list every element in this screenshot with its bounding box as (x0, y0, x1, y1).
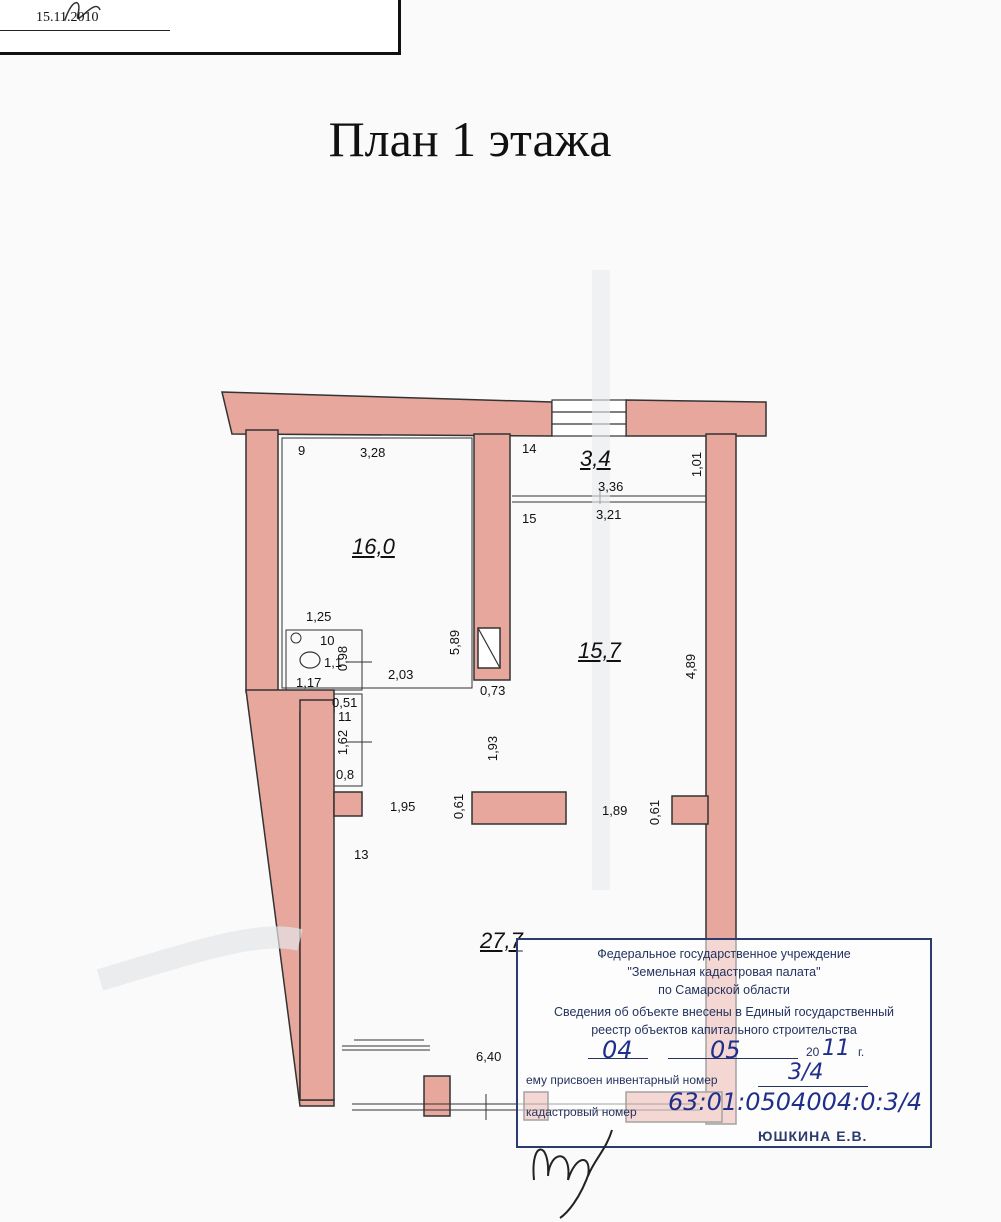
dimension-label: 1,01 (689, 451, 705, 478)
pilaster-left (333, 791, 363, 817)
dimension-label: 1,93 (485, 735, 501, 762)
room-area-14: 3,4 (580, 446, 611, 471)
dimension-label: 3,21 (596, 507, 622, 522)
dimension-label: 0,8 (336, 767, 355, 782)
room-number-15: 15 (522, 511, 537, 526)
signature-scribble-icon (64, 2, 101, 21)
room-number-14: 14 (522, 441, 537, 456)
room-number-10: 10 (320, 633, 335, 648)
dimension-label: 6,40 (476, 1049, 502, 1064)
stamp-date-g: г. (858, 1045, 865, 1059)
dimension-label: 1,95 (390, 799, 416, 814)
dimension-label: 0,73 (480, 683, 506, 698)
room-number-11: 11 (338, 709, 352, 724)
dimension-label: 1,25 (306, 609, 332, 624)
bottom-pier-1 (423, 1075, 451, 1117)
signature-icon (532, 1129, 613, 1219)
dimension-label: 3,36 (598, 479, 624, 494)
stamp-line-1: Федеральное государственное учреждение (597, 947, 851, 961)
room-10-outline (285, 629, 363, 691)
wall-left-lower (299, 699, 335, 1101)
room-area-9: 16,0 (352, 534, 395, 559)
stamp-cad-value: 63:01:0504004:0:3/4 (668, 1088, 923, 1116)
stamp-inv-label: ему присвоен инвентарный номер (526, 1073, 718, 1087)
dimension-label: 1,17 (296, 675, 322, 690)
room-11-outline (333, 693, 363, 787)
stamp-date-year-prefix: 20 (806, 1045, 820, 1059)
page-title: План 1 этажа (328, 111, 612, 167)
dimension-label: 0,61 (647, 799, 663, 826)
dimension-label: 1,62 (335, 729, 351, 756)
stamp-line-5: реестр объектов капитального строительст… (591, 1023, 857, 1037)
toilet-icon (299, 651, 321, 669)
header-line (0, 30, 170, 31)
stamp-line-4: Сведения об объекте внесены в Единый гос… (553, 1005, 895, 1019)
dimension-label: 3,28 (360, 445, 386, 460)
dimension-label: 1,89 (602, 803, 628, 818)
dimension-label: 5,89 (447, 629, 463, 656)
wall-top-right (625, 399, 767, 437)
stamp-cad-label: кадастровый номер (526, 1105, 637, 1119)
central-column (471, 791, 567, 825)
room-area-15: 15,7 (578, 638, 621, 663)
stamp-line-2: "Земельная кадастровая палата" (627, 965, 821, 979)
dimension-label: 0,51 (332, 695, 358, 710)
room-area-13: 27,7 (480, 928, 523, 953)
stamp-inv-value: 3/4 (788, 1060, 824, 1085)
room-number-9: 9 (298, 443, 306, 458)
room-number-13: 13 (354, 847, 369, 862)
stamp-line-3: по Самарской области (658, 983, 790, 997)
dimension-label: 2,03 (388, 667, 414, 682)
dimension-label: 1,1 (324, 655, 343, 670)
pilaster-right (671, 795, 709, 825)
header-date: 15.11.2010 (36, 10, 99, 25)
registration-stamp: Федеральное государственное учреждение "… (516, 938, 932, 1148)
dimension-label: 4,89 (683, 653, 699, 680)
entrance-stairs (551, 399, 627, 437)
sink-icon (290, 632, 302, 644)
room-9-outline (281, 437, 473, 689)
header-box (0, 0, 401, 55)
dimension-label: 0,61 (451, 793, 467, 820)
wall-left-upper (245, 429, 279, 693)
stamp-date-year-suffix: 11 (822, 1036, 850, 1061)
stamp-signatory-name: ЮШКИНА Е.В. (758, 1128, 868, 1144)
